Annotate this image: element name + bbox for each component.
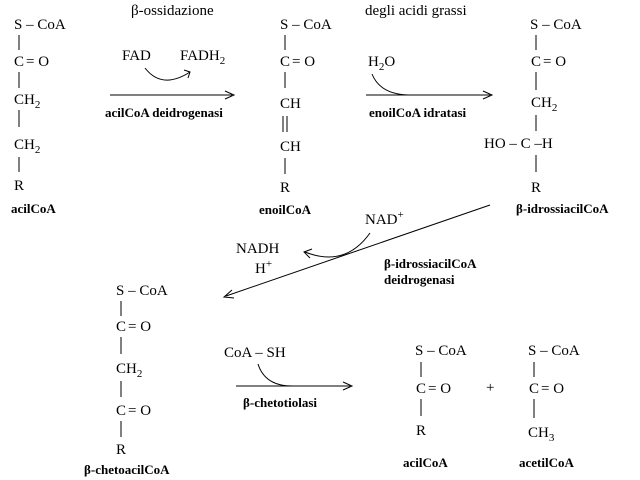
step-idrossiacilcoa-deidrogenasi: NAD+ NADH H+ β-idrossiacilCoA deidrogena… bbox=[222, 204, 491, 299]
arrowhead bbox=[303, 248, 313, 259]
title-part2: degli acidi grassi bbox=[365, 3, 467, 19]
carbonyl-c: C bbox=[116, 403, 126, 419]
reagent-h2o: H2O bbox=[368, 54, 395, 73]
s-coa-label: S – CoA bbox=[530, 17, 582, 33]
reagent-fadh2: FADH2 bbox=[180, 48, 225, 67]
carbonyl-c: C bbox=[531, 54, 541, 70]
arrowhead bbox=[482, 90, 494, 100]
compound-name-acilcoa: acilCoA bbox=[11, 201, 56, 216]
title-part1: β-ossidazione bbox=[131, 3, 214, 19]
carbonyl-c: C bbox=[529, 381, 539, 397]
r-group: R bbox=[280, 180, 290, 196]
carbonyl-o: = O bbox=[541, 381, 564, 397]
carbonyl-o: = O bbox=[428, 381, 451, 397]
carbonyl-o: = O bbox=[543, 54, 566, 70]
curved-arrow bbox=[257, 363, 293, 387]
arrowhead bbox=[342, 381, 354, 391]
carbonyl-o: = O bbox=[128, 319, 151, 335]
hydroxyl-group: HO – C –H bbox=[484, 136, 553, 152]
ch2-group: CH2 bbox=[14, 137, 40, 156]
r-group: R bbox=[14, 178, 24, 194]
plus-sign: + bbox=[486, 380, 494, 396]
r-group: R bbox=[531, 180, 541, 196]
curved-arrow bbox=[144, 67, 191, 81]
carbonyl-c: C bbox=[116, 319, 126, 335]
enzyme-label: deidrogenasi bbox=[384, 272, 455, 287]
ch2-group: CH2 bbox=[14, 92, 40, 111]
enzyme-label: β-chetotiolasi bbox=[243, 395, 317, 410]
reagent-nad: NAD+ bbox=[365, 209, 404, 228]
step-chetotiolasi: CoA – SH β-chetotiolasi bbox=[224, 345, 354, 410]
reaction-arrow bbox=[225, 204, 491, 297]
ch-group: CH bbox=[280, 139, 301, 155]
s-coa-label: S – CoA bbox=[116, 283, 168, 299]
compound-name-acetilcoa: acetilCoA bbox=[519, 455, 574, 470]
reagent-coa-sh: CoA – SH bbox=[224, 345, 286, 361]
reagent-nadh: NADH bbox=[236, 241, 279, 257]
molecule-acilcoa: S – CoA C = O CH2 CH2 R acilCoA bbox=[11, 17, 66, 216]
r-group: R bbox=[116, 442, 126, 458]
curved-arrow bbox=[304, 232, 371, 258]
carbonyl-o: = O bbox=[292, 54, 315, 70]
molecule-chetoacilcoa: S – CoA C = O CH2 C = O R β-chetoacilCoA bbox=[84, 283, 170, 477]
carbonyl-c: C bbox=[416, 381, 426, 397]
arrowhead bbox=[183, 69, 191, 79]
arrowhead bbox=[222, 289, 235, 299]
compound-name-chetoacilcoa: β-chetoacilCoA bbox=[84, 462, 170, 477]
compound-name-idrossiacilcoa: β-idrossiacilCoA bbox=[516, 201, 609, 216]
step-acilcoa-deidrogenasi: FAD FADH2 acilCoA deidrogenasi bbox=[105, 48, 236, 120]
carbonyl-o: = O bbox=[128, 403, 151, 419]
ch-group: CH bbox=[280, 96, 301, 112]
curved-arrow bbox=[371, 73, 409, 96]
carbonyl-o: = O bbox=[26, 54, 49, 70]
arrowhead bbox=[224, 90, 236, 100]
s-coa-label: S – CoA bbox=[14, 17, 66, 33]
carbonyl-c: C bbox=[14, 54, 24, 70]
molecule-enoilcoa: S – CoA C = O CH CH R enoilCoA bbox=[259, 17, 332, 217]
step-enoilcoa-idratasi: H2O enoilCoA idratasi bbox=[366, 54, 494, 120]
enzyme-label: β-idrossiacilCoA bbox=[384, 256, 477, 271]
r-group: R bbox=[416, 423, 426, 439]
compound-name-acilcoa-product: acilCoA bbox=[403, 455, 448, 470]
ch2-group: CH2 bbox=[116, 361, 142, 380]
enzyme-label: acilCoA deidrogenasi bbox=[105, 105, 223, 120]
s-coa-label: S – CoA bbox=[415, 343, 467, 359]
ch2-group: CH2 bbox=[531, 95, 557, 114]
enzyme-label: enoilCoA idratasi bbox=[369, 105, 467, 120]
molecule-acilcoa-product: S – CoA C = O R acilCoA bbox=[403, 343, 467, 470]
ch3-group: CH3 bbox=[528, 425, 555, 444]
compound-name-enoilcoa: enoilCoA bbox=[259, 202, 312, 217]
carbonyl-c: C bbox=[280, 54, 290, 70]
reagent-fad: FAD bbox=[122, 48, 151, 64]
s-coa-label: S – CoA bbox=[280, 17, 332, 33]
reagent-h-plus: H+ bbox=[255, 258, 272, 277]
molecule-idrossiacilcoa: S – CoA C = O CH2 HO – C –H R β-idrossia… bbox=[484, 17, 609, 216]
molecule-acetilcoa: S – CoA C = O CH3 acetilCoA bbox=[519, 343, 580, 470]
s-coa-label: S – CoA bbox=[528, 343, 580, 359]
